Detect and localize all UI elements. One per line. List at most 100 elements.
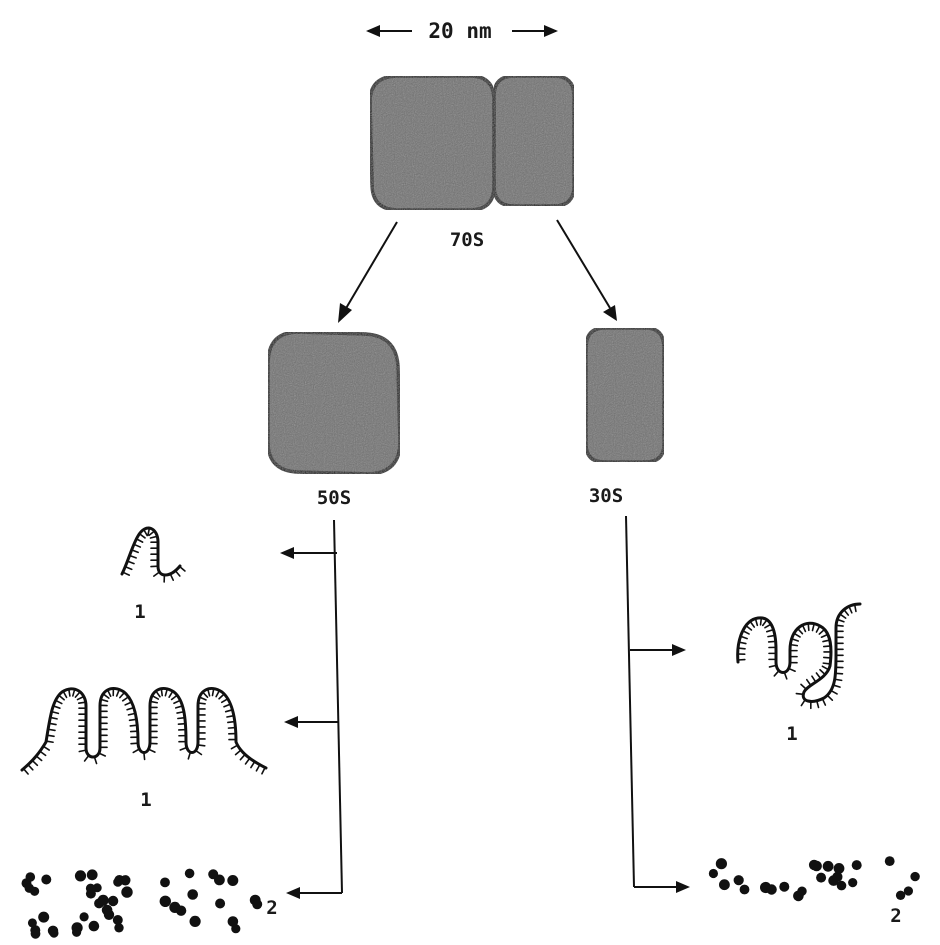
branch-arrowhead xyxy=(676,881,690,893)
rna-bristle xyxy=(808,623,809,630)
rna-bristle xyxy=(807,680,811,686)
protein-dot xyxy=(102,905,113,916)
rna-bristle xyxy=(130,725,137,726)
rna-bristle xyxy=(816,626,819,632)
arrow-line xyxy=(345,222,397,310)
rna-bristle xyxy=(69,689,70,696)
breakdown-50s xyxy=(280,520,342,899)
subunit-50s: 50S xyxy=(268,332,400,509)
protein-dot xyxy=(904,886,913,895)
breakdown-50s-stem xyxy=(334,520,342,893)
protein-dot xyxy=(28,918,37,927)
rna-bristle xyxy=(774,671,779,676)
protein-dot xyxy=(797,887,806,896)
rna-bristle xyxy=(823,663,830,664)
rna-bristle xyxy=(790,645,797,646)
rna-bristle xyxy=(833,685,840,687)
branch-arrowhead xyxy=(286,887,300,899)
protein-dot xyxy=(121,886,132,897)
protein-dot xyxy=(113,877,122,886)
protein-dot xyxy=(187,889,198,900)
arrow-line xyxy=(557,220,610,308)
protein-dot xyxy=(38,912,49,923)
protein-dot xyxy=(816,873,826,883)
protein-dot xyxy=(215,899,225,909)
protein-dot xyxy=(89,921,100,932)
protein-dot xyxy=(72,928,81,937)
ribosome-70s: 70S xyxy=(370,76,574,251)
protein-dot xyxy=(75,870,86,881)
protein-dot xyxy=(185,869,195,879)
protein-dot xyxy=(86,884,95,893)
protein-dot xyxy=(208,869,218,879)
protein-dot xyxy=(80,912,89,921)
subunit-50s-label: 50S xyxy=(317,487,351,509)
rna-bristle xyxy=(198,745,205,746)
protein-dot xyxy=(108,896,118,906)
rna-5s-number: 1 xyxy=(134,601,145,623)
subunit-30s-body xyxy=(586,328,664,462)
rna-bristle xyxy=(228,728,235,729)
protein-dot xyxy=(709,869,718,878)
rna-bristle xyxy=(79,702,86,703)
branch-arrowhead xyxy=(280,547,294,559)
rna-bristle xyxy=(835,679,842,680)
protein-dot xyxy=(113,915,123,925)
rna-bristle xyxy=(837,619,844,621)
rna-bristle xyxy=(175,571,180,576)
protein-dot xyxy=(160,896,171,907)
protein-dot xyxy=(852,860,862,870)
proteins-50s-number: 2 xyxy=(266,897,277,919)
subunit-30s-label: 30S xyxy=(589,485,623,507)
rna-bristle xyxy=(840,614,846,618)
protein-dot xyxy=(160,878,170,888)
breakdown-30s-stem xyxy=(626,516,634,887)
protein-dot xyxy=(910,872,919,881)
proteins-30s-number: 2 xyxy=(890,905,901,927)
rna-bristle xyxy=(820,670,825,675)
rna-bristle xyxy=(796,694,803,695)
rna-bristle xyxy=(822,666,828,669)
protein-dot xyxy=(48,926,58,936)
rna-5s-strand xyxy=(122,528,180,575)
dissociation-arrow-left xyxy=(338,222,397,323)
protein-dot xyxy=(252,899,262,909)
branch-arrowhead xyxy=(284,716,298,728)
protein-dot xyxy=(190,916,201,927)
rna-bristle xyxy=(761,618,762,625)
rna-bristle xyxy=(801,700,805,706)
protein-dot xyxy=(766,884,776,894)
scale-bar-right-arrowhead xyxy=(544,25,558,37)
rna-bristle xyxy=(180,566,185,571)
protein-dot xyxy=(227,875,238,886)
rna-bristle xyxy=(228,722,235,723)
rna-bristle xyxy=(831,691,837,694)
protein-dot xyxy=(837,881,847,891)
protein-dot xyxy=(734,875,744,885)
scale-bar-label: 20 nm xyxy=(428,19,491,43)
protein-dot xyxy=(823,861,834,872)
dissociation-arrow-right xyxy=(557,220,617,321)
rna-bristle xyxy=(178,718,185,719)
protein-dot xyxy=(228,916,239,927)
protein-dot xyxy=(809,860,819,870)
rna-16s-number: 1 xyxy=(786,723,797,745)
rna-bristle xyxy=(789,668,795,671)
rna-bristle xyxy=(769,641,776,642)
rna-bristle xyxy=(178,724,185,725)
proteins-30s xyxy=(709,856,920,901)
rna-23s: 1 xyxy=(22,688,266,811)
protein-dot xyxy=(98,895,109,906)
rna-bristle xyxy=(154,572,160,576)
rna-bristle xyxy=(801,684,806,689)
rna-bristle xyxy=(46,741,53,742)
protein-dot xyxy=(848,878,857,887)
protein-dot xyxy=(719,879,730,890)
rna-bristle xyxy=(198,703,205,704)
proteins-50s xyxy=(22,869,263,939)
subunit-50s-body xyxy=(268,332,400,474)
ribosome-70s-small-part xyxy=(494,76,574,206)
protein-dot xyxy=(896,891,905,900)
rna-23s-number: 1 xyxy=(140,789,151,811)
